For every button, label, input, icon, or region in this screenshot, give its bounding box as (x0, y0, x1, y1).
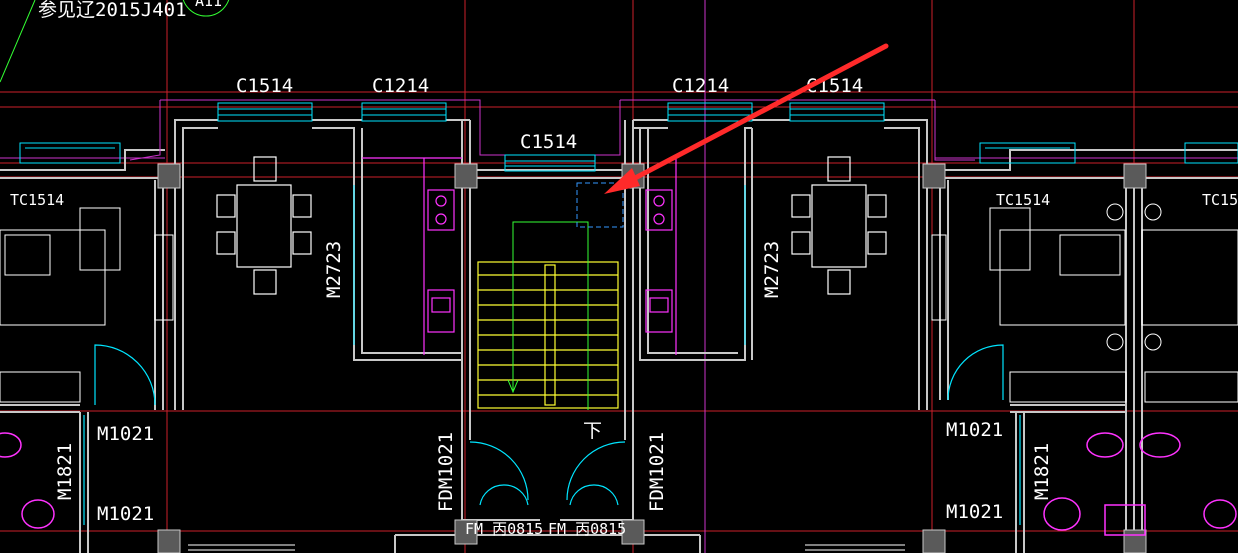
door-label-vertical: FDM1021 (435, 432, 457, 512)
window-label: C1514 (236, 75, 293, 97)
door-label: M1021 (946, 501, 1003, 523)
kitchen-fixtures (362, 157, 677, 355)
reference-note: 参见辽2015J401 (38, 0, 187, 21)
windows (19, 102, 1238, 345)
bay-window-label: TC1514 (10, 191, 64, 209)
door-label: M1021 (97, 503, 154, 525)
staircase (477, 261, 619, 409)
window-label: C1214 (672, 75, 729, 97)
bottom-dimensions (188, 544, 905, 551)
leader-line (0, 0, 36, 83)
door-label: M1021 (97, 423, 154, 445)
door-label: M1021 (946, 419, 1003, 441)
pointer-arrow (604, 43, 889, 194)
fire-door-label: FM 丙0815 (465, 520, 543, 538)
selection-box (576, 182, 624, 228)
bathroom-fixtures (0, 432, 1237, 536)
bed-left (0, 207, 174, 403)
axis-tag-text: A11 (195, 0, 222, 10)
bay-window-label: TC1514 (1202, 191, 1238, 209)
door-label-vertical: M1821 (1031, 443, 1053, 500)
doors (83, 344, 1021, 525)
bay-window-label: TC1514 (996, 191, 1050, 209)
door-label-vertical: M2723 (323, 241, 345, 298)
axis-tag-circle (182, 0, 230, 17)
window-label: C1214 (372, 75, 429, 97)
fire-door-label: FM 丙0815 (548, 520, 626, 538)
stair-down-label: 下 (583, 420, 602, 442)
door-labels: M1021 M1021 M1021 M1021 M2723 M2723 M182… (54, 241, 1053, 538)
window-label: C1514 (520, 131, 577, 153)
stair-direction (507, 221, 589, 410)
columns (157, 163, 1147, 553)
door-label-vertical: M2723 (761, 241, 783, 298)
door-label-vertical: FDM1021 (646, 432, 668, 512)
window-labels: C1514 C1214 C1514 C1214 C1514 TC1514 TC1… (10, 75, 1238, 209)
dining-table-right (791, 156, 887, 295)
bed-right (931, 203, 1238, 403)
door-label-vertical: M1821 (54, 443, 76, 500)
dining-table-left (216, 156, 312, 295)
parapet-outline (129, 99, 975, 161)
